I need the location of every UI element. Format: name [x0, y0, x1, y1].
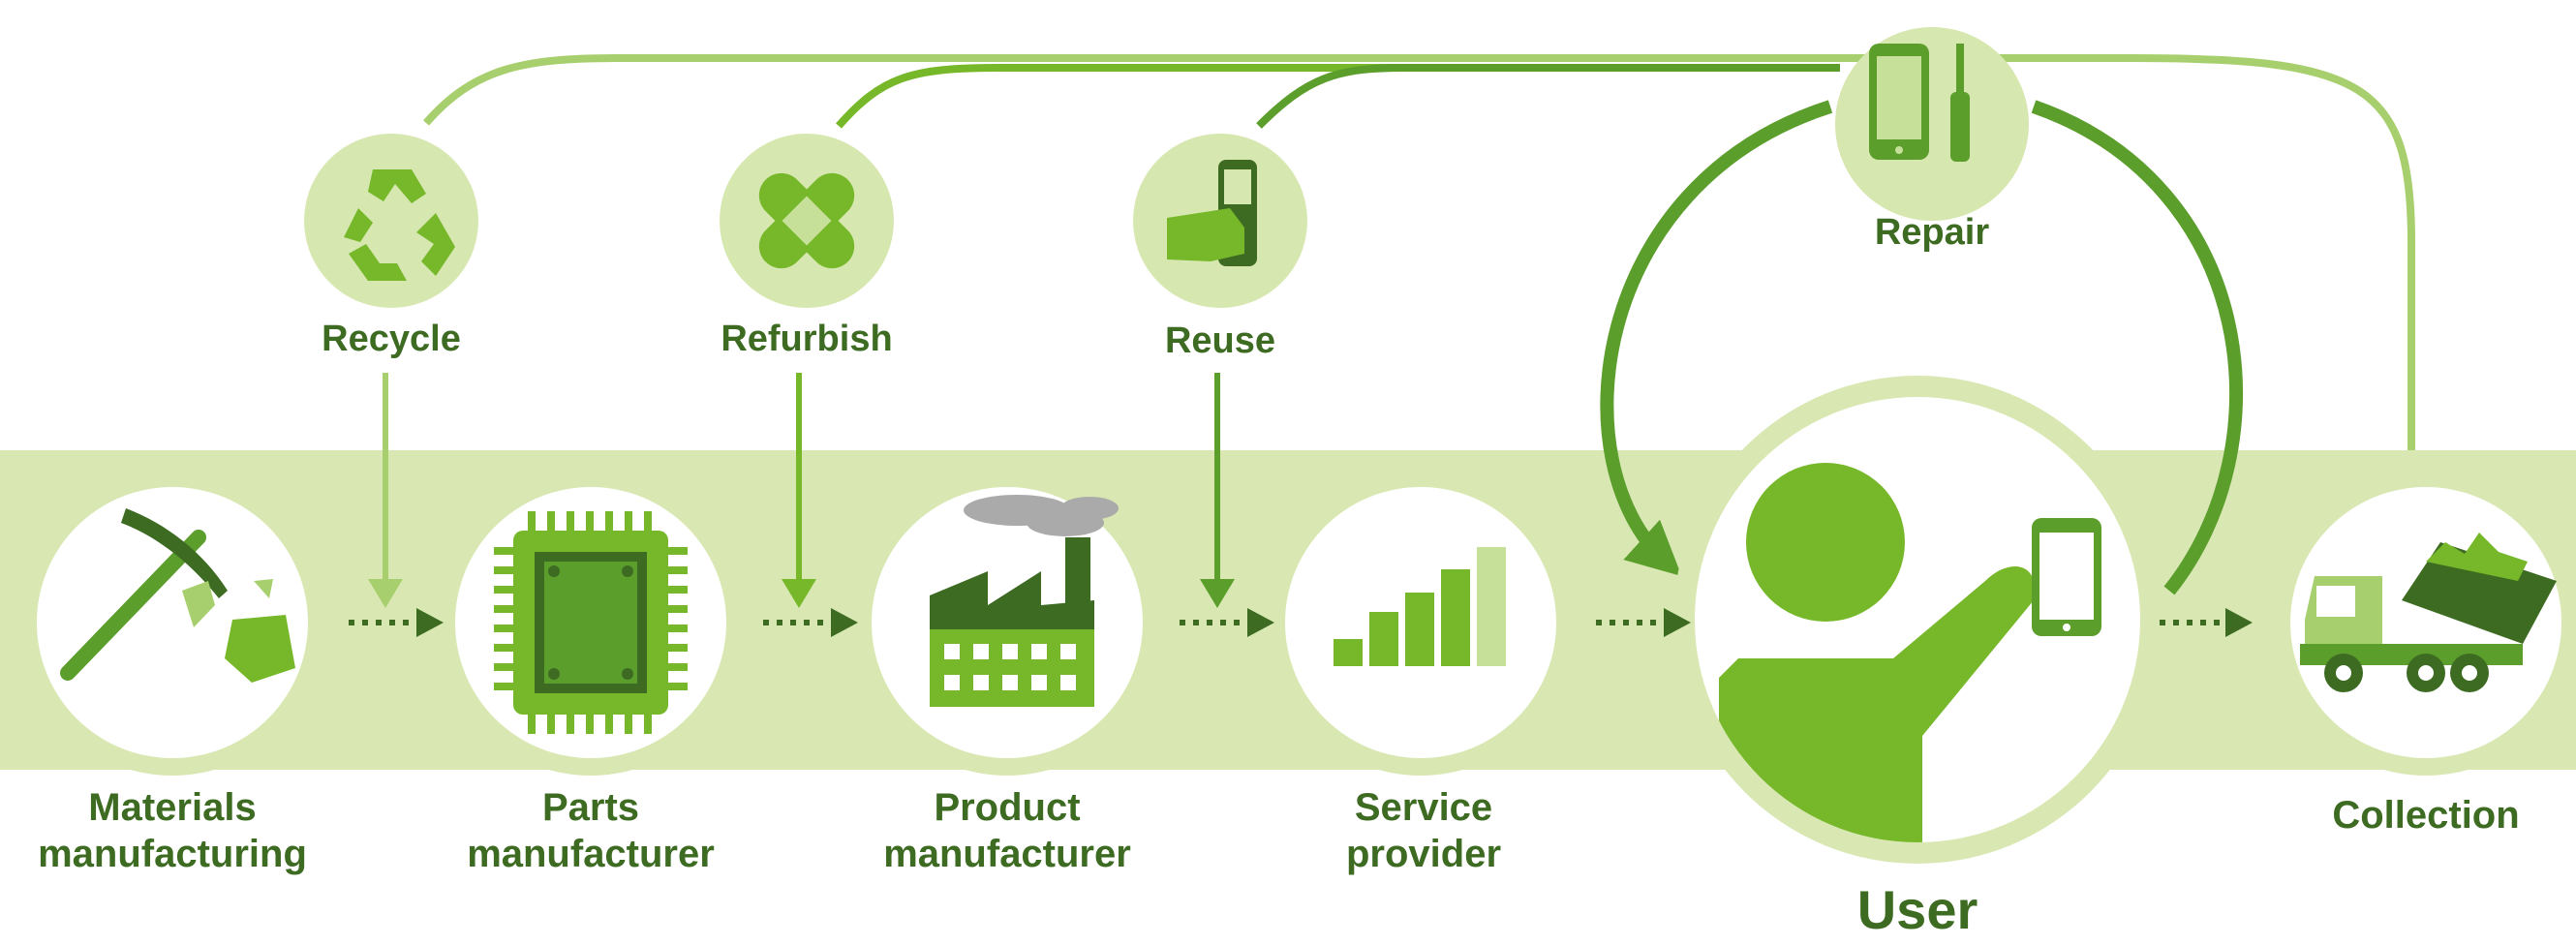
recycle-icon [344, 169, 455, 281]
dump-truck-icon [2300, 533, 2557, 692]
recycle-drop-head [368, 579, 403, 608]
repair-label: Repair [1874, 212, 1990, 253]
repair-arc-right [2031, 100, 2244, 595]
repair-arc-left [1600, 100, 1833, 577]
recycle-icon-circle [304, 134, 478, 308]
flow-arrow-2 [763, 608, 858, 637]
refurbish-drop-head [782, 579, 816, 608]
recycle-loop-line [422, 54, 2415, 455]
stage-label-collection-line1: Collection [2332, 794, 2520, 837]
stage-label-parts: Parts manufacturer [445, 784, 736, 877]
bandage-icon [758, 172, 855, 269]
stage-label-service: Service provider [1278, 784, 1569, 877]
flow-arrow-4 [1596, 608, 1691, 637]
hand-phone-icon [1167, 160, 1257, 266]
phone-screwdriver-icon [1869, 44, 1970, 162]
stage-label-materials-line1: Materials [88, 786, 257, 829]
stage-label-collection: Collection [2276, 792, 2576, 838]
stage-label-parts-line1: Parts [541, 786, 640, 829]
refurbish-loop-line [835, 64, 1840, 129]
flow-arrow-5 [2160, 608, 2253, 637]
stage-circle-materials [19, 470, 325, 776]
pickaxe-icon [60, 508, 295, 683]
microchip-icon [494, 511, 688, 734]
recycle-label: Recycle [322, 319, 461, 359]
signal-bars-icon [1334, 547, 1506, 666]
stage-label-user: User [1821, 881, 2014, 939]
reuse-label: Reuse [1164, 320, 1276, 361]
flow-arrow-1 [349, 608, 444, 637]
stage-label-product-line2: manufacturer [883, 833, 1131, 875]
flow-arrow-3 [1180, 608, 1274, 637]
stage-label-service-line2: provider [1345, 833, 1502, 875]
factory-icon [930, 495, 1119, 707]
reuse-loop-line [1256, 64, 1840, 129]
stage-label-user-line1: User [1856, 879, 1978, 940]
repair-icon-circle [1835, 27, 2029, 221]
stage-label-materials: Materials manufacturing [27, 784, 318, 877]
refurbish-label: Refurbish [721, 319, 893, 359]
stage-label-service-line1: Service [1354, 786, 1493, 829]
stage-label-product: Product manufacturer [862, 784, 1152, 877]
stage-label-materials-line2: manufacturing [38, 833, 307, 875]
stage-label-product-line1: Product [934, 786, 1081, 829]
stage-label-parts-line2: manufacturer [467, 833, 715, 875]
user-with-phone-icon [1719, 463, 2101, 842]
reuse-drop-head [1200, 579, 1235, 608]
